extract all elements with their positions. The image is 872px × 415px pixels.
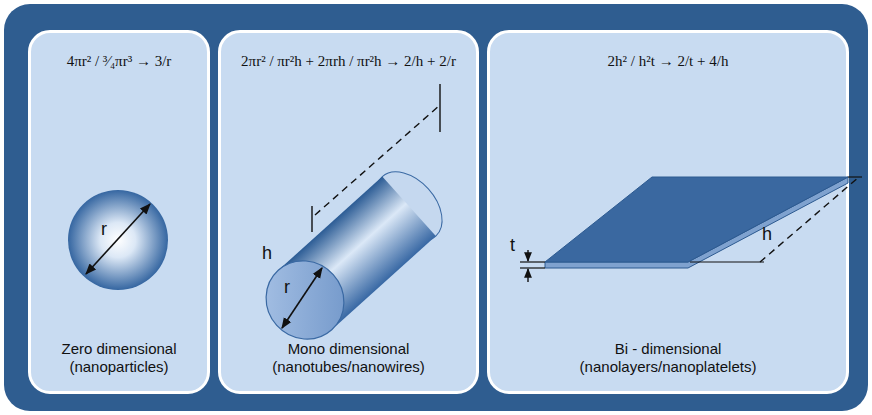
nanoplatelet [545, 177, 848, 262]
dimension-label: r [284, 278, 290, 296]
dimension-caption: Zero dimensional (nanoparticles) [44, 340, 194, 378]
dimension-tick [439, 84, 440, 132]
extension-line [520, 267, 545, 268]
dimension-label: t [510, 236, 515, 254]
dimension-panel: 2πr² / πr²h + 2πrh / πr²h → 2/h + 2/rMon… [218, 30, 479, 394]
dimension-caption: Bi - dimensional (nanolayers/nanoplatele… [561, 340, 776, 378]
dimension-label: h [762, 225, 772, 243]
nanotube-cylinder [250, 159, 455, 355]
extension-line [520, 261, 545, 262]
dimension-caption: Mono dimensional (nanotubes/nanowires) [260, 340, 438, 378]
extension-line [848, 176, 862, 177]
nanoparticle-sphere [68, 190, 168, 290]
ratio-formula: 2h² / h²t → 2/t + 4/h [608, 53, 729, 70]
radius-arrow [86, 204, 150, 274]
ratio-formula: 4πr² / ³⁄₄πr³ → 3/r [67, 53, 172, 70]
ratio-formula: 2πr² / πr²h + 2πrh / πr²h → 2/h + 2/r [241, 53, 456, 70]
dimension-panel: 2h² / h²t → 2/t + 4/h Bi - dimensional (n… [487, 30, 849, 394]
thickness-arrow [527, 250, 528, 261]
dimension-label: h [262, 244, 272, 262]
platelet-edge [545, 177, 848, 268]
length-dimension [315, 105, 440, 215]
extension-line [690, 261, 764, 262]
thickness-arrow [527, 269, 528, 282]
radius-arrow [282, 268, 322, 328]
outer-panel [4, 4, 868, 411]
dimension-panel: 4πr² / ³⁄₄πr³ → 3/rZero dimensional (nan… [28, 30, 210, 394]
length-dimension [760, 177, 859, 262]
dimension-label: r [101, 220, 107, 238]
dimension-tick [311, 206, 312, 232]
